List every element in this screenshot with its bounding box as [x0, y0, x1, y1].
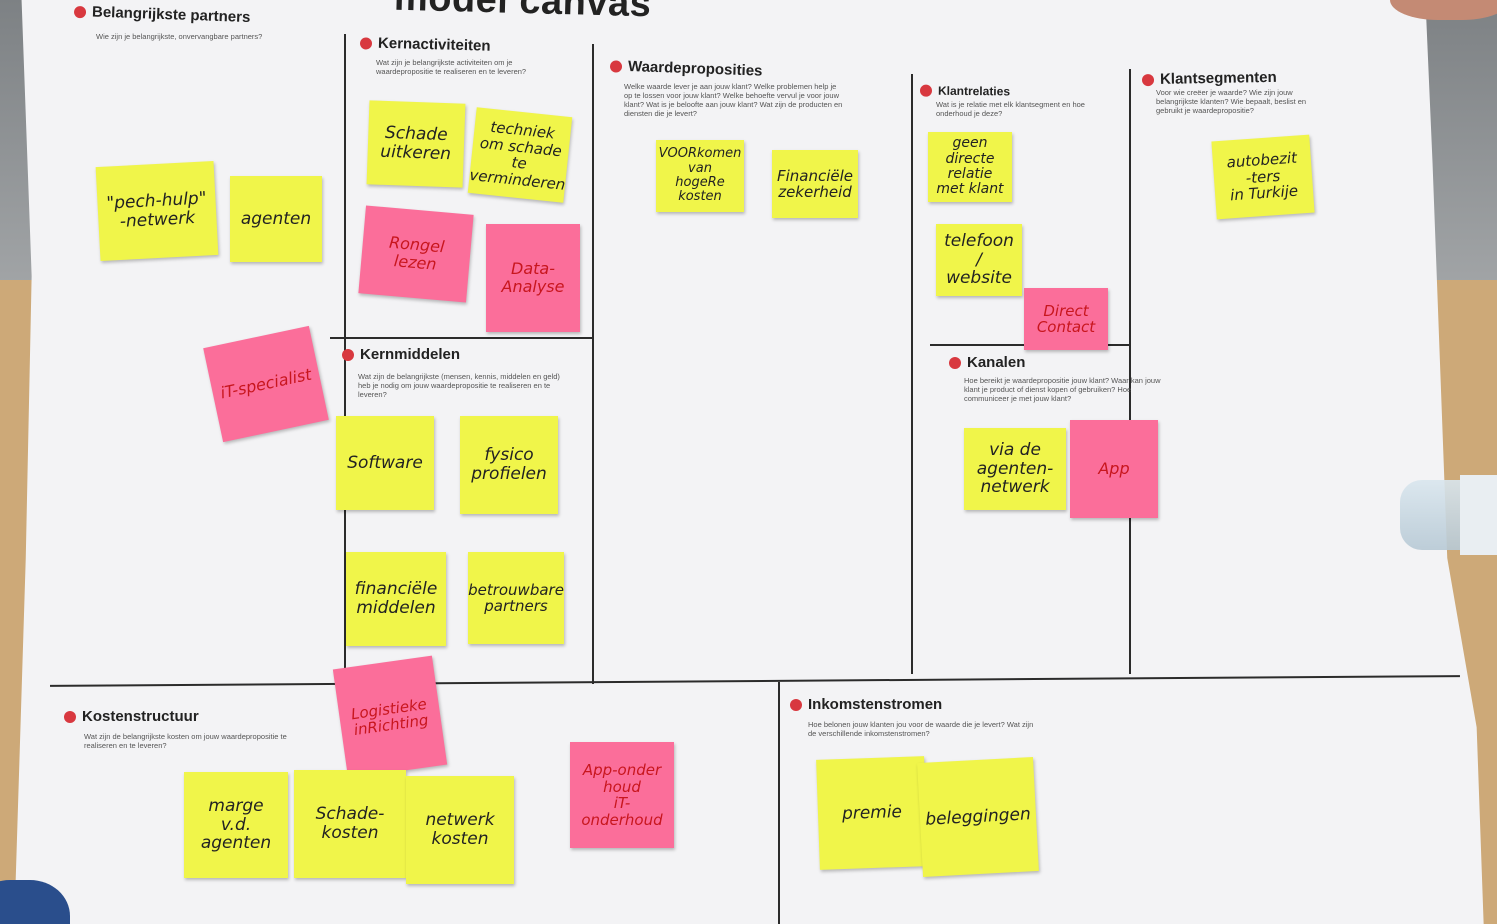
sticky-note: agenten	[230, 176, 322, 262]
sticky-note: Logistieke inRichting	[332, 655, 448, 779]
section-dot	[790, 698, 802, 711]
sticky-note: App-onder houd iT-onderhoud	[570, 742, 674, 848]
sticky-note: "pech-hulp" -netwerk	[95, 160, 219, 262]
sticky-note: telefoon / website	[936, 224, 1022, 296]
section-title: Kernmiddelen	[360, 346, 461, 363]
sticky-note: fysico profielen	[460, 416, 558, 514]
section-dot	[64, 710, 76, 723]
section-desc: Wat is je relatie met elk klantsegment e…	[936, 100, 1085, 118]
section-dot	[359, 36, 373, 50]
sticky-note: via de agenten- netwerk	[964, 428, 1066, 510]
divider	[911, 74, 913, 674]
sticky-note: techniek om schade te verminderen	[467, 107, 573, 203]
section-dot	[1141, 73, 1155, 86]
section-title: Klantsegmenten	[1159, 68, 1277, 88]
sticky-note: Data- Analyse	[486, 224, 580, 332]
section-desc: Hoe belonen jouw klanten jou voor de waa…	[808, 720, 1034, 738]
section-revenue: Inkomstenstromen	[790, 696, 942, 713]
divider	[330, 337, 592, 339]
section-partners: Belangrijkste partners	[73, 3, 251, 27]
poster-title: model canvas	[393, 0, 652, 26]
section-desc: Voor wie creëer je waarde? Wie zijn jouw…	[1156, 88, 1307, 115]
sticky-note: App	[1070, 420, 1158, 518]
section-title: Belangrijkste partners	[91, 3, 251, 27]
section-channels: Kanalen	[949, 354, 1025, 371]
section-dot	[919, 84, 933, 97]
section-relations: Klantrelaties	[919, 83, 1011, 99]
section-title: Kanalen	[967, 354, 1026, 371]
sticky-note: betrouwbare partners	[468, 552, 564, 644]
sticky-note: Schade uitkeren	[366, 100, 466, 188]
section-costs: Kostenstructuur	[64, 708, 199, 725]
section-value: Waardeproposities	[609, 57, 763, 80]
section-desc: Wat zijn de belangrijkste kosten om jouw…	[84, 732, 287, 750]
divider	[1129, 69, 1131, 674]
section-title: Klantrelaties	[937, 83, 1011, 99]
sticky-note: Financiële zekerheid	[772, 150, 858, 218]
sticky-note: VOORkomen van hogeRe kosten	[656, 140, 744, 212]
sticky-note: premie	[816, 756, 928, 870]
divider	[50, 675, 1460, 687]
sticky-note: Schade- kosten	[294, 770, 406, 878]
section-dot	[949, 356, 961, 369]
section-resources: Kernmiddelen	[342, 346, 460, 363]
sticky-note: marge v.d. agenten	[184, 772, 288, 878]
section-segments: Klantsegmenten	[1141, 68, 1277, 88]
divider	[778, 682, 780, 924]
section-title: Waardeproposities	[627, 57, 763, 80]
section-title: Kernactiviteiten	[377, 34, 491, 55]
sticky-note: Direct Contact	[1024, 288, 1108, 350]
section-dot	[73, 5, 87, 18]
sticky-note: beleggingen	[917, 757, 1039, 877]
section-activities: Kernactiviteiten	[359, 34, 491, 55]
water-bottle-label	[1460, 475, 1497, 555]
section-dot	[342, 348, 354, 361]
sticky-note: netwerk kosten	[406, 776, 514, 884]
section-dot	[609, 59, 623, 73]
section-desc: Hoe bereikt je waardepropositie jouw kla…	[964, 376, 1161, 403]
sticky-note: Rongel lezen	[358, 205, 474, 303]
section-desc: Wat zijn de belangrijkste (mensen, kenni…	[358, 372, 560, 399]
section-title: Inkomstenstromen	[808, 696, 943, 713]
hand-right	[1390, 0, 1497, 20]
section-desc: Welke waarde lever je aan jouw klant? We…	[624, 82, 843, 118]
sticky-note: autobezit -ters in Turkije	[1211, 134, 1315, 220]
section-desc: Wat zijn je belangrijkste activiteiten o…	[376, 58, 527, 76]
section-desc: Wie zijn je belangrijkste, onvervangbare…	[96, 32, 263, 41]
sticky-note: Software	[336, 416, 434, 510]
sticky-note: geen directe relatie met klant	[928, 132, 1012, 202]
sticky-note: financiële middelen	[346, 552, 446, 646]
section-title: Kostenstructuur	[82, 708, 199, 725]
divider	[592, 44, 594, 684]
